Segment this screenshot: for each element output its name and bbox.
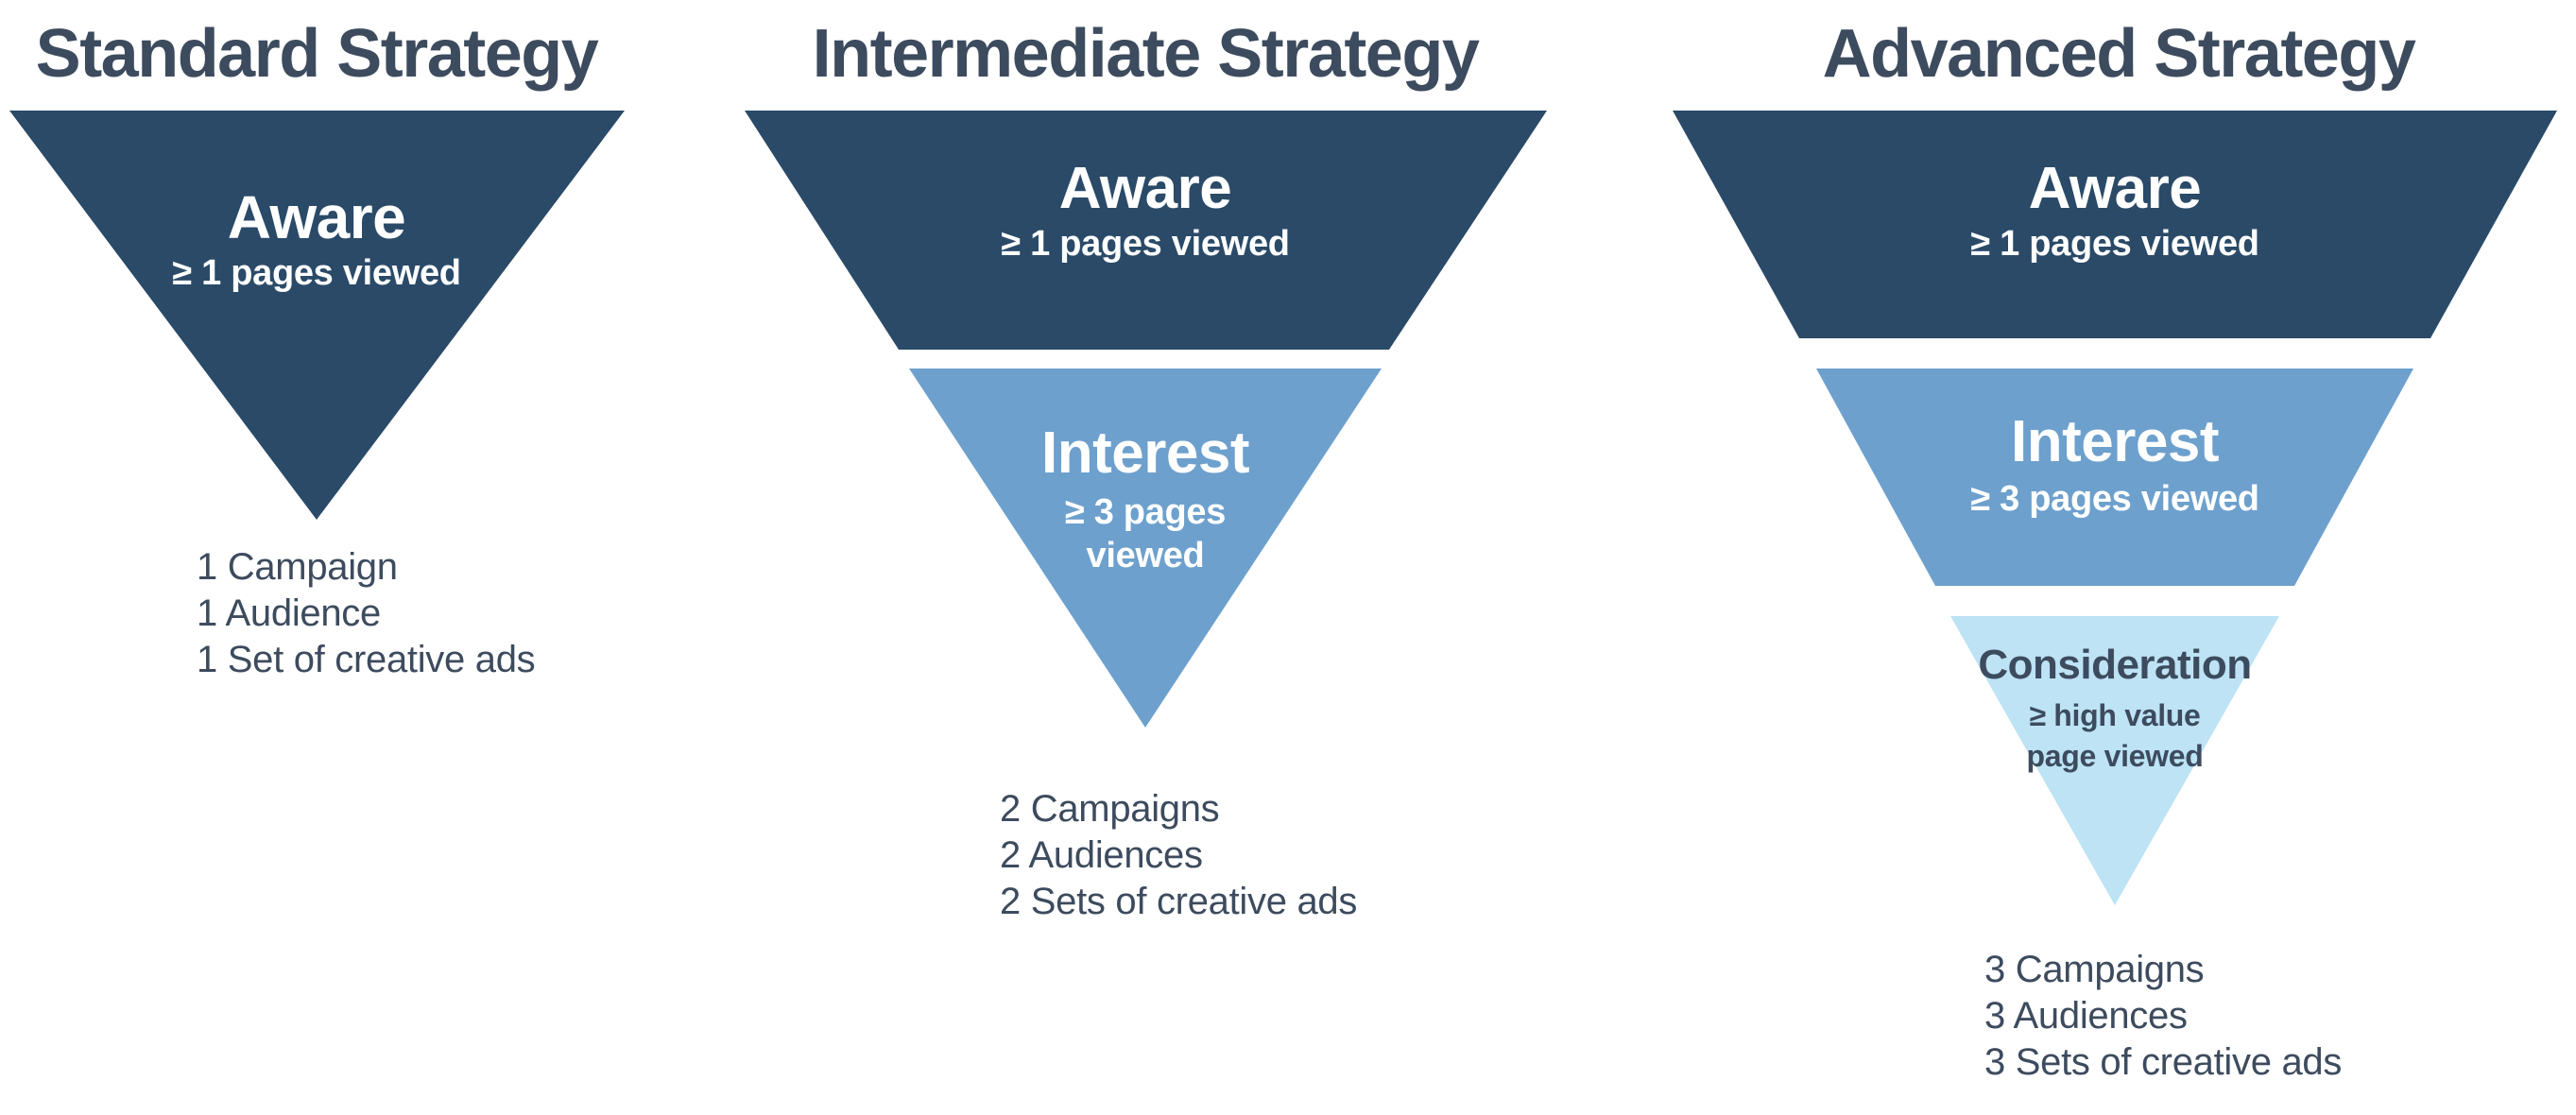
advanced-aware-sublabel: ≥ 1 pages viewed — [1970, 224, 2259, 264]
standard-aware-shape — [9, 111, 625, 520]
advanced-interest-label: Interest — [2011, 409, 2219, 474]
advanced-resource-item: 3 Sets of creative ads — [1984, 1041, 2343, 1083]
intermediate-interest-label: Interest — [1041, 420, 1249, 486]
advanced-resource-item: 3 Campaigns — [1984, 949, 2205, 990]
standard-strategy-title: Standard Strategy — [35, 16, 599, 92]
standard-aware-label: Aware — [227, 183, 406, 251]
intermediate-interest-sublabel: ≥ 3 pages viewed — [1064, 492, 1227, 575]
advanced-strategy-title: Advanced Strategy — [1822, 16, 2416, 92]
advanced-consideration-shape — [1950, 616, 2279, 905]
standard-aware-sublabel: ≥ 1 pages viewed — [172, 253, 461, 293]
intermediate-interest-shape — [909, 369, 1382, 728]
standard-resources-list: 1 Campaign 1 Audience 1 Set of creative … — [197, 544, 536, 683]
intermediate-resource-item: 2 Campaigns — [1000, 788, 1220, 830]
advanced-resources-list: 3 Campaigns 3 Audiences 3 Sets of creati… — [1984, 947, 2342, 1086]
intermediate-resources-list: 2 Campaigns 2 Audiences 2 Sets of creati… — [1000, 786, 1357, 925]
advanced-consideration-sublabel: ≥ high value page viewed — [2026, 698, 2204, 773]
intermediate-aware-shape — [745, 111, 1547, 350]
intermediate-aware-label: Aware — [1058, 156, 1232, 221]
intermediate-strategy-title: Intermediate Strategy — [812, 16, 1480, 92]
standard-resource-item: 1 Campaign — [197, 546, 398, 588]
intermediate-aware-sublabel: ≥ 1 pages viewed — [1001, 224, 1290, 264]
advanced-consideration-label: Consideration — [1978, 642, 2252, 688]
standard-resource-item: 1 Audience — [197, 592, 381, 634]
advanced-aware-shape — [1673, 111, 2557, 338]
intermediate-resource-item: 2 Audiences — [1000, 834, 1203, 876]
advanced-interest-sublabel: ≥ 3 pages viewed — [1970, 479, 2259, 519]
advanced-resource-item: 3 Audiences — [1984, 995, 2188, 1037]
standard-resource-item: 1 Set of creative ads — [197, 639, 536, 680]
intermediate-resource-item: 2 Sets of creative ads — [1000, 881, 1358, 922]
advanced-interest-shape — [1816, 369, 2413, 586]
advanced-aware-label: Aware — [2028, 156, 2202, 221]
